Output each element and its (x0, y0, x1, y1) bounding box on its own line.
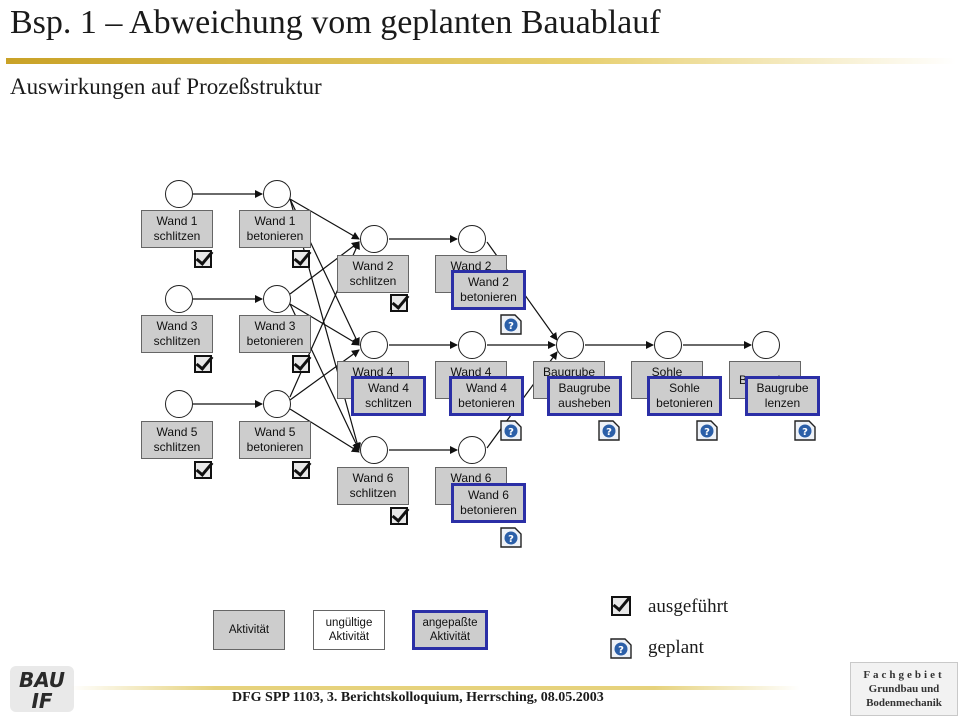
question-document-icon: ? (794, 420, 816, 441)
chair-badge: Fachgebiet Grundbau und Bodenmechanik (850, 662, 958, 716)
svg-text:?: ? (802, 427, 808, 438)
legend-done-label: ausgeführt (648, 596, 729, 617)
legend-question-document-icon: ? (610, 638, 632, 659)
checkbox-icon (292, 250, 310, 268)
activity-wand6-schlitzen: Wand 6 schlitzen (337, 467, 409, 505)
checkbox-icon (292, 355, 310, 373)
checkbox-icon (194, 355, 212, 373)
checkbox-icon (390, 294, 408, 312)
svg-text:BAU: BAU (19, 668, 65, 692)
legend-checkbox-icon (611, 596, 631, 616)
edge (289, 198, 360, 240)
svg-text:?: ? (508, 321, 514, 332)
page-title: Bsp. 1 – Abweichung vom geplanten Bauabl… (10, 4, 661, 41)
chair-line-3: Bodenmechanik (866, 697, 942, 710)
node (360, 225, 388, 253)
question-document-icon: ? (598, 420, 620, 441)
edge (289, 349, 360, 401)
node (458, 436, 486, 464)
adjusted-wand2-betonieren: Wand 2 betonieren (451, 270, 526, 310)
legend-invalid-activity: ungültige Aktivität (313, 610, 385, 650)
node (165, 285, 193, 313)
adjusted-wand4-schlitzen: Wand 4 schlitzen (351, 376, 426, 416)
checkbox-icon (194, 461, 212, 479)
node (458, 225, 486, 253)
svg-text:?: ? (618, 645, 624, 656)
legend-adjusted-activity: angepaßte Aktivität (412, 610, 488, 650)
bau-if-logo: BAU IF (10, 666, 74, 713)
svg-text:IF: IF (31, 689, 52, 713)
adjusted-wand6-betonieren: Wand 6 betonieren (451, 483, 526, 523)
chair-line-2: Grundbau und (868, 682, 940, 695)
question-document-icon: ? (500, 527, 522, 548)
svg-text:?: ? (606, 427, 612, 438)
checkbox-icon (292, 461, 310, 479)
activity-wand1-schlitzen: Wand 1 schlitzen (141, 210, 213, 248)
edge (289, 241, 360, 295)
footer-text: DFG SPP 1103, 3. Berichtskolloquium, Her… (232, 690, 604, 705)
legend-activity: Aktivität (213, 610, 285, 650)
node (165, 180, 193, 208)
adjusted-wand4-betonieren: Wand 4 betonieren (449, 376, 524, 416)
node (263, 180, 291, 208)
adjusted-baugrube-ausheben: Baugrube ausheben (547, 376, 622, 416)
checkbox-icon (194, 250, 212, 268)
activity-wand1-betonieren: Wand 1 betonieren (239, 210, 311, 248)
checkbox-icon (390, 507, 408, 525)
node (263, 285, 291, 313)
question-document-icon: ? (696, 420, 718, 441)
activity-wand3-schlitzen: Wand 3 schlitzen (141, 315, 213, 353)
node (263, 390, 291, 418)
adjusted-sohle-betonieren: Sohle betonieren (647, 376, 722, 416)
chair-line-1: Fachgebiet (863, 668, 945, 681)
title-underline (6, 58, 956, 64)
node (360, 331, 388, 359)
adjusted-baugrube-lenzen: Baugrube lenzen (745, 376, 820, 416)
question-document-icon: ? (500, 314, 522, 335)
svg-text:?: ? (704, 427, 710, 438)
node (360, 436, 388, 464)
activity-wand5-betonieren: Wand 5 betonieren (239, 421, 311, 459)
activity-wand5-schlitzen: Wand 5 schlitzen (141, 421, 213, 459)
node (752, 331, 780, 359)
question-document-icon: ? (500, 420, 522, 441)
node (654, 331, 682, 359)
edge (289, 303, 360, 346)
legend-planned-label: geplant (648, 637, 704, 658)
edge (289, 408, 360, 453)
node (556, 331, 584, 359)
svg-text:?: ? (508, 427, 514, 438)
node (458, 331, 486, 359)
svg-text:?: ? (508, 534, 514, 545)
activity-wand2-schlitzen: Wand 2 schlitzen (337, 255, 409, 293)
activity-wand3-betonieren: Wand 3 betonieren (239, 315, 311, 353)
page-subtitle: Auswirkungen auf Prozeßstruktur (10, 74, 322, 99)
node (165, 390, 193, 418)
footer-rule (70, 686, 800, 690)
